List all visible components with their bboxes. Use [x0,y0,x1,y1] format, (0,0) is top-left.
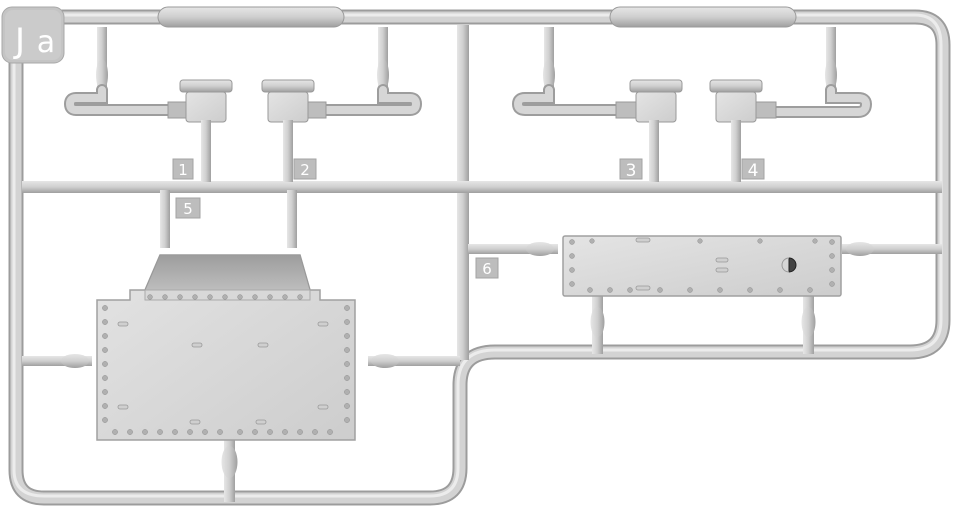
box-latch-icon [788,257,797,273]
part-tab-5: 5 [175,197,201,219]
sprue-code-letter: J [13,21,25,61]
part-tab-4: 4 [741,158,765,181]
internal-runners [22,25,942,502]
part-tab-2: 2 [293,158,317,180]
part-number-4: 4 [748,161,759,181]
part-tab-1: 1 [172,158,194,180]
part-tab-3: 3 [619,158,643,181]
frame-runner-thickening [157,6,797,28]
plate-slots [117,321,329,425]
sprue-code-suffix: a [37,25,55,60]
part-number-3: 3 [626,161,637,181]
part-5-plate [96,254,356,441]
part-number-1: 1 [178,161,188,179]
part-number-tabs: 1 2 3 4 5 6 [172,158,765,279]
part-number-6: 6 [482,260,492,278]
piston-pair-right [511,27,873,182]
plate-rivets [102,294,350,435]
piston-assemblies [63,27,873,182]
part-6-box [562,235,842,297]
sprue-code-tag: J a [1,6,65,64]
part-number-5: 5 [183,200,193,218]
part-number-2: 2 [300,161,310,179]
part-tab-6: 6 [475,257,499,279]
piston-pair-left [63,27,423,182]
